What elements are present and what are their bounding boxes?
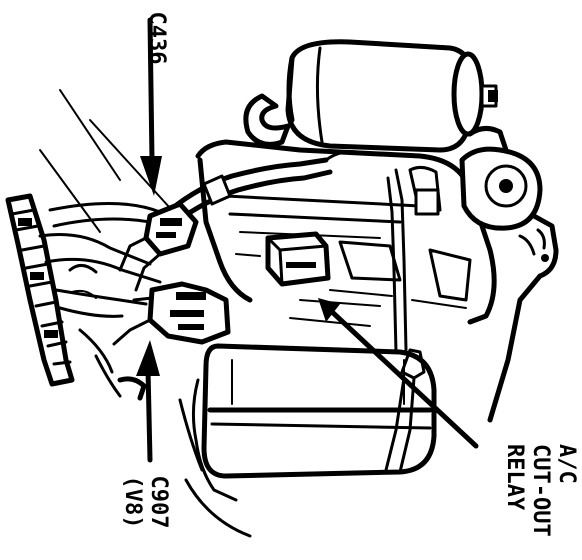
callout-relay: RELAY (502, 444, 527, 511)
callout-c436: C436 (144, 12, 169, 65)
leader-lines (136, 17, 479, 463)
left-harness (5, 89, 171, 401)
connector-c907 (112, 281, 231, 346)
fan-assembly (459, 126, 559, 423)
engine-housing (195, 139, 497, 327)
callout-c907: C907 (146, 476, 171, 529)
wiring-harness (167, 150, 426, 474)
callout-cutout: CUT-OUT (528, 444, 553, 537)
canister (243, 39, 498, 153)
callout-ac: A/C (554, 444, 579, 484)
callout-v8: (V8) (120, 476, 145, 529)
ac-cutout-relay (265, 231, 331, 287)
connector-c436 (118, 201, 199, 292)
